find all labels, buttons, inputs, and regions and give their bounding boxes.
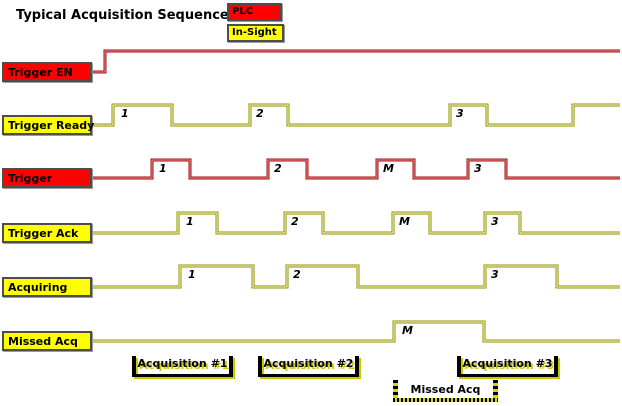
pulse-label-missed-acq-m: M — [402, 324, 413, 337]
pulse-label-acquiring-2: 2 — [293, 268, 301, 281]
pulse-label-trigger-m: M — [383, 162, 394, 175]
signal-label-trigger-ready: Trigger Ready — [2, 115, 94, 135]
pulse-label-trigger-ack-m: M — [399, 215, 410, 228]
bracket-acquisition-3: Acquisition #3 — [457, 356, 558, 377]
waveform-trigger-ack — [92, 211, 620, 235]
pulse-label-trigger-ack-3: 3 — [491, 215, 499, 228]
waveform-acquiring — [92, 264, 620, 289]
pulse-label-acquiring-1: 1 — [188, 268, 196, 281]
pulse-label-trigger-ack-1: 1 — [186, 215, 194, 228]
dashed-bar-left — [393, 380, 398, 399]
pulse-label-acquiring-3: 3 — [491, 268, 499, 281]
pulse-label-trigger-3: 3 — [474, 162, 482, 175]
bracket-label: Acquisition #1 — [137, 357, 228, 370]
bracket-acquisition-1: Acquisition #1 — [132, 356, 233, 377]
pulse-label-trigger-ready-2: 2 — [256, 107, 264, 120]
signal-label-trigger-en: Trigger EN — [2, 62, 92, 82]
pulse-label-trigger-ready-3: 3 — [456, 107, 464, 120]
bracket-acquisition-2: Acquisition #2 — [258, 356, 359, 377]
bracket-label: Acquisition #3 — [462, 357, 553, 370]
bracket-label: Acquisition #2 — [263, 357, 354, 370]
signal-label-acquiring: Acquiring — [2, 277, 92, 297]
signal-label-trigger: Trigger — [2, 168, 92, 188]
waveform-trigger — [92, 158, 620, 180]
waveform-missed-acq — [92, 320, 620, 343]
bracket-missed-acq-dashed: Missed Acq — [393, 380, 498, 402]
pulse-label-trigger-ready-1: 1 — [121, 107, 129, 120]
waveform-trigger-ready — [92, 103, 620, 127]
pulse-label-trigger-2: 2 — [274, 162, 282, 175]
dashed-bar-right — [493, 380, 498, 399]
pulse-label-trigger-ack-2: 2 — [291, 215, 299, 228]
waveform-trigger-en — [92, 49, 620, 74]
signal-label-missed-acq: Missed Acq — [2, 331, 92, 351]
bracket-label: Missed Acq — [410, 382, 481, 396]
legend-in-sight: In-Sight — [227, 24, 284, 42]
legend-plc: PLC — [227, 3, 282, 21]
dashed-bottom-line — [393, 398, 498, 402]
signal-label-trigger-ack: Trigger Ack — [2, 223, 92, 243]
diagram-title: Typical Acquisition Sequence — [16, 8, 229, 23]
pulse-label-trigger-1: 1 — [159, 162, 167, 175]
